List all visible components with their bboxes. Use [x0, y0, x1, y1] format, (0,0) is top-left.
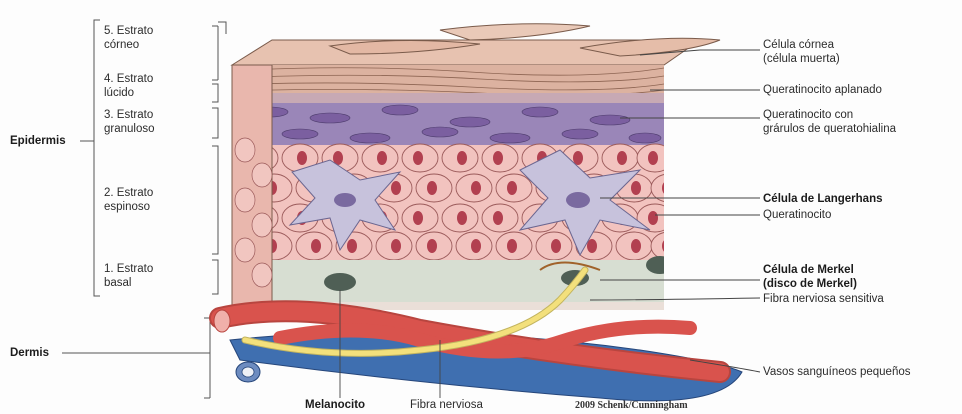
block-side: [232, 65, 272, 310]
label-celula-langerhans: Célula de Langerhans: [763, 192, 883, 206]
label-queratinocito-aplanado: Queratinocito aplanado: [763, 83, 882, 97]
cell-nucleus: [413, 211, 423, 225]
cell-nucleus: [662, 239, 672, 253]
cell-nucleus: [427, 239, 437, 253]
cell-nucleus: [631, 181, 641, 195]
layer-label-corneo: 5. Estrato córneo: [104, 24, 153, 52]
cell-nucleus: [457, 151, 467, 165]
cell-nucleus: [457, 211, 467, 225]
label-queratinocito: Queratinocito: [763, 208, 831, 222]
cell-nucleus: [662, 181, 672, 195]
label-melanocito: Melanocito: [305, 398, 365, 412]
label-celula-merkel: Célula de Merkel (disco de Merkel): [763, 263, 857, 291]
label-fibra-sensitiva: Fibra nerviosa sensitiva: [763, 292, 884, 306]
cell-nucleus: [493, 211, 503, 225]
cell-nucleus: [648, 211, 658, 225]
layer-label-lucido: 4. Estrato lúcido: [104, 72, 153, 100]
cell-nucleus: [297, 151, 307, 165]
cell-nucleus: [507, 239, 517, 253]
cell-nucleus: [617, 151, 627, 165]
credit-text: 2009 Schenk/Cunningham: [575, 399, 688, 413]
cell-nucleus: [427, 181, 437, 195]
label-queratinocito-granulos: Queratinocito con grárulos de queratohia…: [763, 108, 896, 136]
cell-nucleus: [507, 181, 517, 195]
cell-nucleus: [471, 239, 481, 253]
cell-nucleus: [311, 239, 321, 253]
cell-nucleus: [631, 239, 641, 253]
cell-nucleus: [648, 151, 658, 165]
label-fibra-nerviosa: Fibra nerviosa: [410, 398, 483, 412]
cell-nucleus: [391, 181, 401, 195]
layer-label-espinoso: 2. Estrato espinoso: [104, 186, 153, 214]
cell-nucleus: [413, 151, 423, 165]
block-front: [232, 65, 687, 310]
layer-label-granuloso: 3. Estrato granuloso: [104, 108, 155, 136]
layer-label-basal: 1. Estrato basal: [104, 262, 153, 290]
cell-nucleus: [471, 181, 481, 195]
cell-nucleus: [377, 151, 387, 165]
region-label-dermis: Dermis: [10, 346, 49, 360]
cell-nucleus: [347, 239, 357, 253]
cell-nucleus: [493, 151, 503, 165]
cell-nucleus: [551, 239, 561, 253]
region-label-epidermis: Epidermis: [10, 134, 66, 148]
cell-nucleus: [391, 239, 401, 253]
label-vasos: Vasos sanguíneos pequeños: [763, 365, 910, 379]
label-celula-cornea: Célula córnea (célula muerta): [763, 38, 840, 66]
block-top: [232, 24, 720, 65]
spinous-cell: [651, 232, 687, 260]
